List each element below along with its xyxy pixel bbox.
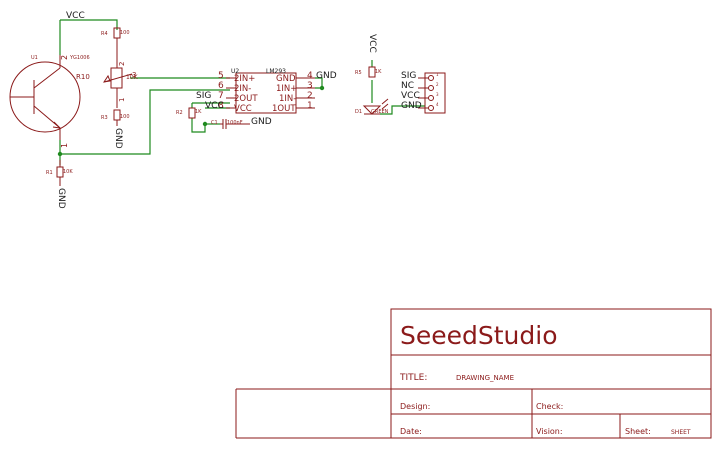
phototransistor-u1: U1 YG1006 2 1 — [9, 55, 90, 148]
r10-pin3: 3 — [132, 71, 136, 79]
u2-pin-name: GND — [276, 74, 296, 84]
j1-pin-label-gnd: GND — [401, 101, 422, 111]
j1-pin-num: 1 — [436, 72, 439, 77]
resistor-r5: R5 1K — [355, 66, 382, 78]
sheet-label: Sheet: — [625, 427, 651, 436]
j1-pin-num: 3 — [436, 92, 439, 97]
gnd-label-c1: GND — [251, 117, 272, 127]
j1-pin-label-vcc: VCC — [401, 91, 420, 101]
comparator-u2: U2 LM293 5 2IN+ 6 2IN- 7 2OUT 8 VCC GND … — [218, 68, 315, 114]
connector-j1: 1 2 3 4 SIG NC VCC GND — [401, 71, 446, 114]
vcc-label-top: VCC — [66, 11, 85, 21]
sheet-value: SHEET — [671, 429, 691, 436]
r5-value: 1K — [375, 69, 382, 75]
design-label: Design: — [400, 402, 430, 411]
wires — [59, 19, 425, 165]
j1-pin-label-sig: SIG — [401, 71, 416, 81]
title-block: SeeedStudio TITLE: DRAWING_NAME Design: … — [235, 308, 712, 439]
u2-pin-name: VCC — [234, 104, 252, 114]
u2-ref: U2 — [231, 68, 239, 75]
u2-pin-num: 3 — [307, 81, 313, 91]
u2-pin-name: 2IN+ — [234, 74, 255, 84]
net-label-vcc: VCC — [205, 101, 224, 111]
u1-pin2: 2 — [60, 55, 69, 60]
title-label: TITLE: — [399, 373, 427, 383]
r3-ref: R3 — [101, 115, 108, 121]
junction-dot — [319, 85, 325, 91]
potentiometer-r10: R10 10K 2 1 3 — [76, 55, 139, 108]
u2-pin-name: 2IN- — [234, 84, 251, 94]
r3-value: 100 — [120, 114, 130, 120]
r10-ref: R10 — [76, 73, 90, 81]
j1-pin-num: 2 — [436, 82, 439, 87]
u2-pin-name: 2OUT — [234, 94, 258, 104]
r10-value: 10K — [126, 74, 139, 81]
r4-value: 100 — [120, 30, 130, 36]
gnd-label-r1: GND — [56, 188, 66, 209]
d1-value: GREEN — [371, 109, 389, 115]
junctions — [57, 85, 325, 157]
d1-ref: D1 — [355, 109, 362, 115]
u2-pin-num: 8 — [218, 101, 224, 111]
r5-ref: R5 — [355, 70, 362, 76]
company-name: SeeedStudio — [400, 321, 558, 350]
date-label: Date: — [400, 427, 422, 436]
u2-pin-num: 7 — [218, 91, 224, 101]
u2-pin-name: 1OUT — [272, 104, 296, 114]
resistor-r3: R3 100 — [101, 109, 130, 126]
title-value: DRAWING_NAME — [456, 374, 514, 382]
junction-dot — [57, 151, 63, 157]
u2-pin-num: 5 — [218, 71, 224, 81]
j1-pin-num: 4 — [436, 102, 439, 107]
u2-pin-num: 4 — [307, 71, 313, 81]
vision-label: Vision: — [536, 427, 563, 436]
gnd-label-r3: GND — [113, 128, 123, 149]
u2-value: LM293 — [266, 68, 286, 75]
net-label-sig: SIG — [196, 91, 211, 101]
u2-pin-name: 1IN+ — [276, 84, 297, 94]
resistor-r1: R1 10K — [46, 160, 73, 186]
check-label: Check: — [536, 402, 563, 411]
c1-ref: C1 — [211, 120, 218, 126]
u2-pin-name: 1IN- — [279, 94, 296, 104]
capacitor-c1: C1 100nF — [211, 119, 250, 129]
r2-ref: R2 — [176, 110, 183, 116]
gnd-label-u2: GND — [316, 71, 337, 81]
u2-pin-num: 1 — [307, 101, 313, 111]
r1-value: 10K — [63, 169, 73, 175]
r1-ref: R1 — [46, 170, 53, 176]
led-d1: D1 GREEN — [355, 98, 389, 115]
r10-pin1: 1 — [118, 98, 126, 102]
u1-pin1: 1 — [60, 143, 69, 148]
vcc-label-r5: VCC — [367, 34, 377, 53]
j1-pin-label-nc: NC — [401, 81, 414, 91]
u1-ref: U1 — [31, 55, 38, 61]
r2-value: 1K — [195, 109, 202, 115]
junction-dot — [202, 121, 208, 127]
c1-value: 100nF — [227, 120, 243, 126]
resistor-r4: R4 100 — [101, 27, 130, 55]
r4-ref: R4 — [101, 31, 108, 37]
u2-pin-num: 6 — [218, 81, 224, 91]
u1-value: YG1006 — [69, 55, 90, 61]
u2-pin-num: 2 — [307, 91, 313, 101]
resistor-r2: R2 1K — [176, 107, 202, 119]
r10-pin2: 2 — [118, 62, 126, 66]
